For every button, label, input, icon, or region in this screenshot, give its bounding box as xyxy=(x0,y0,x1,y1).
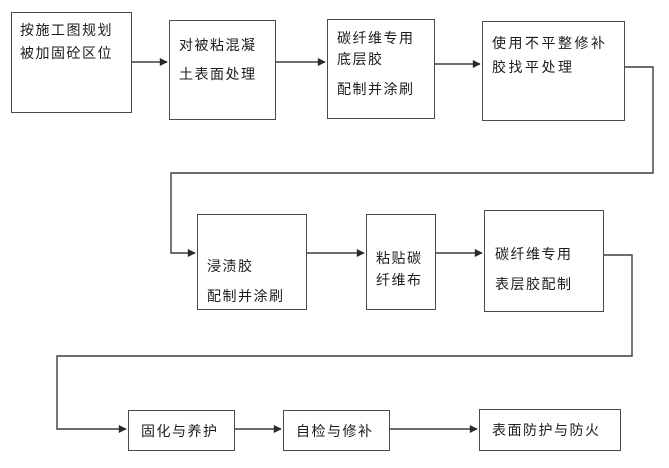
flow-box-text-line: 底层胶 xyxy=(337,51,384,67)
flow-box-surface-protection: 表面防护与防火 xyxy=(479,409,621,451)
flow-box-text-line: 使用不平整修补 xyxy=(492,35,608,51)
flow-box-leveling-repair: 使用不平整修补胶找平处理 xyxy=(482,21,625,121)
flow-box-plan-zones: 按施工图规划被加固砼区位 xyxy=(11,12,132,113)
flow-box-primer-adhesive: 碳纤维专用底层胶配制并涂刷 xyxy=(327,19,435,119)
flow-box-text-line: 对被粘混凝 xyxy=(179,37,257,53)
flow-box-text-line: 自检与修补 xyxy=(296,422,374,439)
flow-box-self-check-repair: 自检与修补 xyxy=(283,410,390,451)
flow-box-text-line: 碳纤维专用 xyxy=(337,30,415,46)
flow-box-text-line: 土表面处理 xyxy=(179,66,257,82)
flow-box-text-line: 碳纤维专用 xyxy=(495,246,573,262)
flow-box-text-line: 表层胶配制 xyxy=(495,276,573,292)
connector-topcoat-to-curing xyxy=(56,254,633,433)
flow-box-paste-cfrp-sheet: 粘贴碳纤维布 xyxy=(366,214,436,310)
flow-box-text-line: 纤维布 xyxy=(376,272,423,288)
connector-leveling-to-impregnating xyxy=(170,66,654,257)
flow-box-text-line: 配制并涂刷 xyxy=(337,81,415,97)
flow-box-text-line: 胶找平处理 xyxy=(492,59,575,75)
flow-box-impregnating-glue: 浸渍胶配制并涂刷 xyxy=(197,214,307,310)
flow-box-text-line: 按施工图规划 xyxy=(20,22,113,38)
flow-box-text-line: 粘贴碳 xyxy=(376,250,423,266)
flow-box-curing-maintenance: 固化与养护 xyxy=(128,410,235,451)
flow-box-text-line: 表面防护与防火 xyxy=(492,422,601,438)
flow-box-text-line: 固化与养护 xyxy=(141,422,219,439)
flow-box-topcoat-adhesive: 碳纤维专用表层胶配制 xyxy=(484,210,604,312)
flow-box-text-line: 配制并涂刷 xyxy=(207,288,285,304)
flow-box-text-line: 浸渍胶 xyxy=(207,258,254,274)
flow-box-text-line: 被加固砼区位 xyxy=(20,45,113,61)
flow-box-surface-treatment: 对被粘混凝土表面处理 xyxy=(169,20,276,120)
